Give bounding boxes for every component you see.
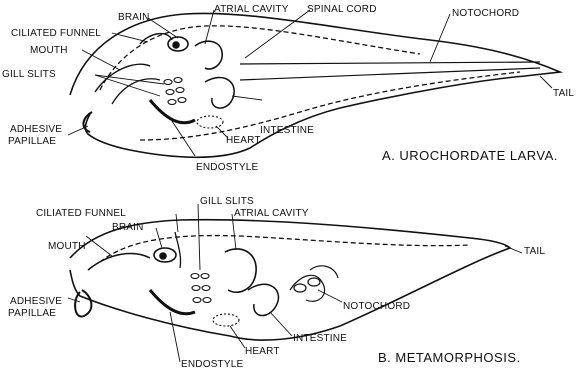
metamorphosis-label-brain: BRAIN [112,222,144,233]
larva-label-endostyle: ENDOSTYLE [196,162,258,173]
larva-label-papillae: PAPILLAE [8,136,56,147]
metamorphosis-drawing [70,220,510,340]
metamorphosis-mouth [88,254,150,270]
larva-label-intestine: INTESTINE [260,125,314,136]
metamorphosis-label-adhesive: ADHESIVE [10,296,62,307]
metamorphosis-adhesive-papillae [75,290,91,317]
metamorphosis-atrial-cavity [225,249,256,292]
metamorphosis-label-papillae: PAPILLAE [8,308,56,319]
metamorphosis-caption: B. METAMORPHOSIS. [378,350,521,365]
larva-drawing [70,13,560,157]
larva-label-heart: HEART [226,135,261,146]
metamorphosis-gill-slits [191,274,211,303]
larva-label-ciliated-funnel: CILIATED FUNNEL [11,28,101,39]
larva-label-atrial-cavity: ATRIAL CAVITY [214,4,289,15]
metamorphosis-label-heart: HEART [245,346,280,357]
metamorphosis-label-tail: TAIL [524,246,545,257]
larva-atrial-cavity [195,41,222,69]
metamorphosis-label-notochord: NOTOCHORD [343,301,410,312]
larva-body-outline [70,13,560,157]
larva-label-mouth: MOUTH [30,45,68,56]
metamorphosis-label-endostyle: ENDOSTYLE [181,359,243,370]
larva-label-tail: TAIL [553,88,574,99]
larva-label-adhesive: ADHESIVE [10,124,62,135]
larva-endostyle [150,100,195,123]
metamorphosis-endostyle [150,290,195,314]
larva-notochord [240,62,540,80]
larva-intestine [205,77,234,108]
larva-label-spinal-cord: SPINAL CORD [307,4,377,15]
metamorphosis-label-atrial-cavity: ATRIAL CAVITY [234,208,309,219]
larva-gill-slits [164,78,186,105]
metamorphosis-intestine [248,284,278,315]
larva-label-notochord: NOTOCHORD [452,8,519,19]
larva-label-brain: BRAIN [118,12,150,23]
metamorphosis-body-outline [70,220,510,340]
larva-heart [197,116,223,128]
metamorphosis-heart [213,314,239,326]
metamorphosis-label-gill-slits: GILL SLITS [200,196,254,207]
metamorphosis-label-ciliated-funnel: CILIATED FUNNEL [36,208,126,219]
larva-label-gill-slits: GILL SLITS [2,69,56,80]
larva-inner-wall [100,26,420,90]
larva-adhesive-papillae [83,112,92,132]
metamorphosis-label-mouth: MOUTH [48,241,86,252]
metamorphosis-label-intestine: INTESTINE [293,333,347,344]
larva-caption: A. UROCHORDATE LARVA. [382,148,558,163]
